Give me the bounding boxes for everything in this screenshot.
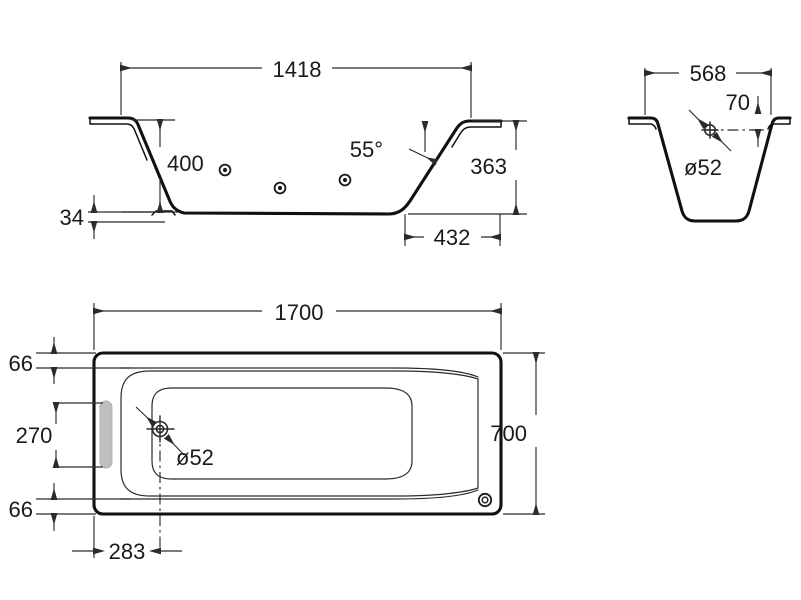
section-drain-diameter-callout: ø52: [684, 109, 732, 180]
elevation-tub-profile: [88, 116, 503, 216]
dimension-270: 270: [16, 402, 103, 468]
dimension-label-432: 432: [434, 225, 471, 250]
top-plan-view: ø52 1700 700 66: [9, 300, 545, 564]
dimension-label-400: 400: [167, 151, 204, 176]
dimension-label-section-d52: ø52: [684, 155, 722, 180]
front-elevation-view: 1418 400 34 55°: [60, 57, 527, 250]
dimension-label-363: 363: [470, 154, 507, 179]
jet-1: [218, 163, 232, 177]
dimension-label-34: 34: [60, 205, 84, 230]
dimension-label-1418: 1418: [273, 57, 322, 82]
jet-2: [273, 181, 287, 195]
dimension-label-700: 700: [490, 421, 527, 446]
dimension-432: 432: [404, 214, 501, 250]
plan-drain-symbol: [146, 415, 175, 558]
plan-overflow: [477, 492, 493, 508]
dimension-label-270: 270: [16, 423, 53, 448]
dimension-label-plan-d52: ø52: [176, 445, 214, 470]
dimension-label-70: 70: [726, 90, 750, 115]
elevation-jets: [218, 163, 352, 195]
dimension-1700: 1700: [93, 300, 502, 350]
plan-outer-rim: [92, 351, 503, 516]
section-drain-symbol: [701, 121, 759, 139]
dimension-label-66-bottom: 66: [9, 497, 33, 522]
plan-grab-handle: [99, 400, 113, 469]
dimension-400: 400: [122, 119, 204, 213]
dimension-700: 700: [490, 352, 545, 515]
dimension-363: 363: [408, 120, 527, 215]
dimension-label-568: 568: [690, 61, 727, 86]
dimension-label-283: 283: [109, 539, 146, 564]
dimension-55-deg: 55°: [350, 121, 439, 166]
dimension-66-bottom: 66: [9, 483, 130, 531]
dimension-283: 283: [72, 516, 182, 564]
dimension-label-55-deg: 55°: [350, 137, 383, 162]
plan-drain-diameter-callout: ø52: [135, 406, 214, 470]
dimension-568: 568: [644, 61, 772, 115]
end-section-view: 568 70 ø52: [627, 61, 792, 223]
dimension-label-1700: 1700: [275, 300, 324, 325]
dimension-70: 70: [726, 90, 764, 147]
jet-3: [338, 173, 352, 187]
section-tub-profile: [627, 116, 792, 223]
dimension-34: 34: [60, 195, 165, 239]
dimension-label-66-top: 66: [9, 351, 33, 376]
dimension-1418: 1418: [120, 57, 472, 118]
dimension-66-top: 66: [9, 337, 130, 384]
